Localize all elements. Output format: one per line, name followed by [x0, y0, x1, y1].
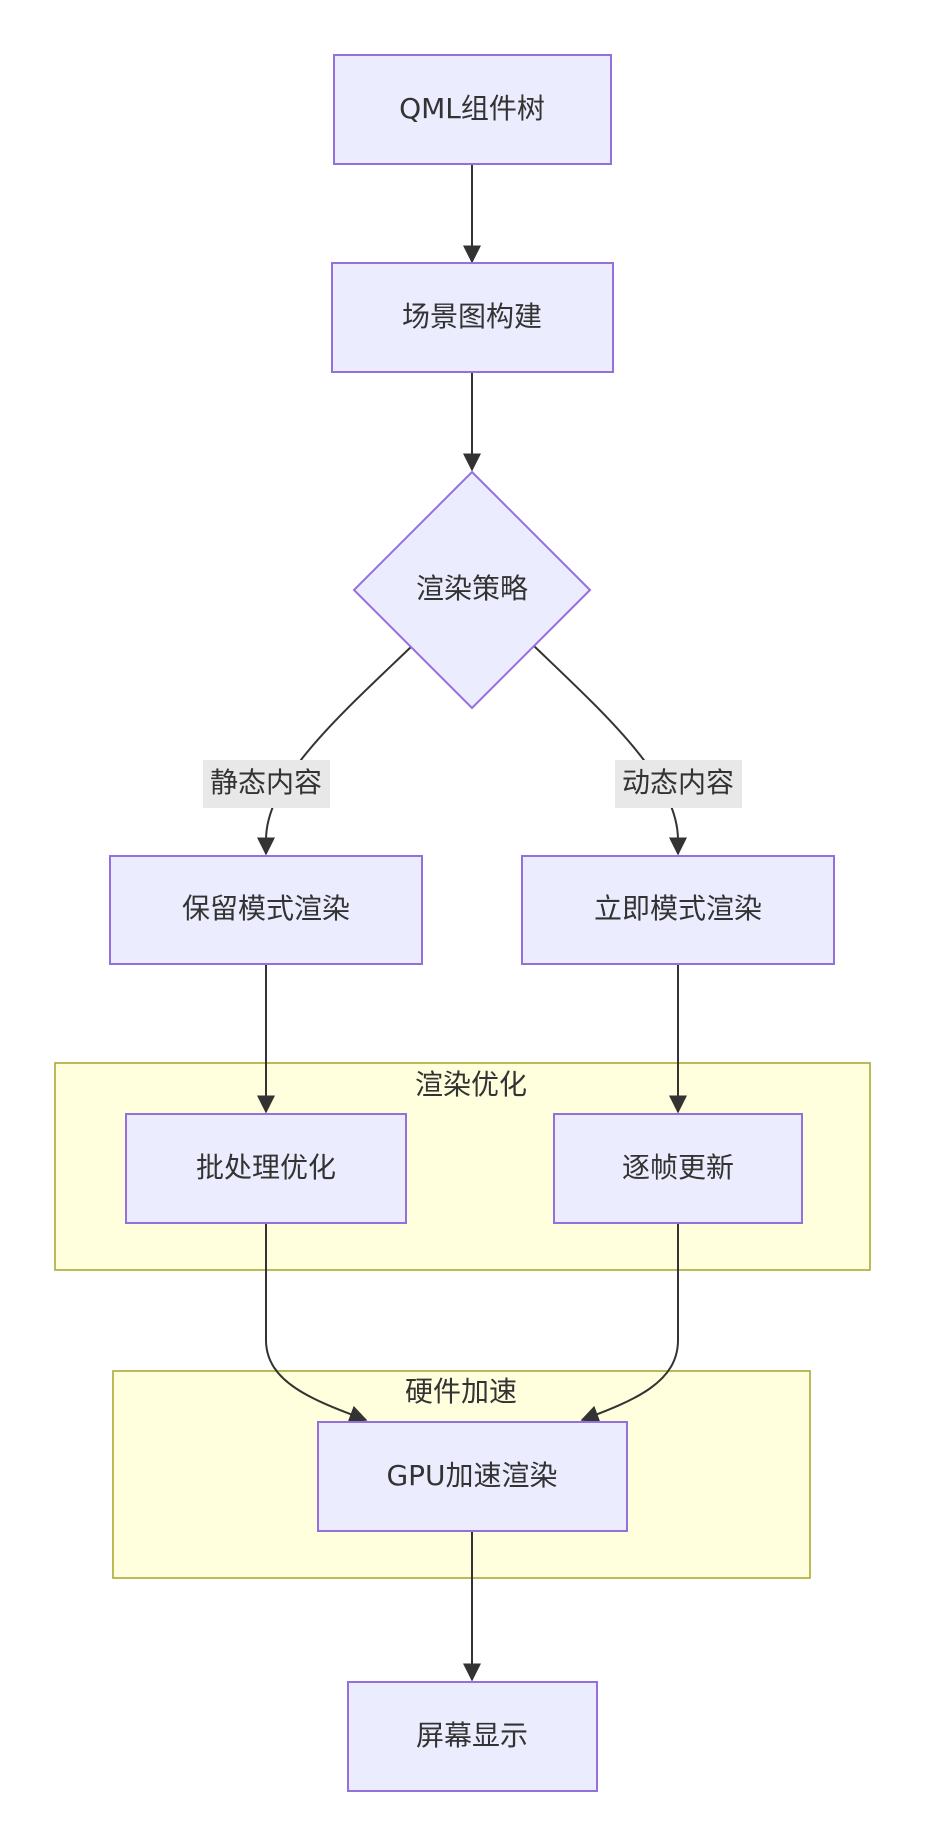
node-batch-optimization: 批处理优化: [125, 1113, 407, 1224]
node-batch-optimization-label: 批处理优化: [196, 1151, 336, 1184]
cluster-hardware-acceleration-label: 硬件加速: [405, 1375, 517, 1408]
edge-label-static: 静态内容: [203, 760, 330, 808]
node-per-frame-update: 逐帧更新: [553, 1113, 803, 1224]
node-qml-component-tree: QML组件树: [333, 54, 612, 165]
node-screen-display-label: 屏幕显示: [416, 1719, 528, 1752]
edge-batch-to-gpu: [265, 1223, 368, 1423]
node-immediate-mode-render: 立即模式渲染: [521, 855, 835, 965]
edge-frame-to-gpu: [580, 1223, 679, 1423]
node-immediate-mode-render-label: 立即模式渲染: [594, 892, 762, 925]
node-render-strategy-label: 渲染策略: [416, 572, 528, 605]
node-scene-graph-build: 场景图构建: [331, 262, 614, 373]
node-gpu-accelerated-render: GPU加速渲染: [317, 1421, 628, 1532]
node-scene-graph-build-label: 场景图构建: [402, 300, 542, 333]
edges: [257, 164, 687, 1682]
cluster-render-optimization-label: 渲染优化: [415, 1068, 527, 1101]
edge-strategy-to-retained: [257, 645, 413, 856]
node-render-strategy: 渲染策略: [352, 470, 592, 710]
edge-strategy-to-immediate: [533, 645, 687, 856]
edge-label-dynamic: 动态内容: [615, 760, 742, 808]
edge-label-dynamic-text: 动态内容: [622, 766, 734, 799]
node-screen-display: 屏幕显示: [347, 1681, 598, 1792]
node-per-frame-update-label: 逐帧更新: [622, 1151, 734, 1184]
node-gpu-accelerated-render-label: GPU加速渲染: [386, 1459, 557, 1492]
edge-label-static-text: 静态内容: [210, 766, 322, 799]
node-retained-mode-render-label: 保留模式渲染: [182, 892, 350, 925]
node-qml-component-tree-label: QML组件树: [399, 92, 545, 125]
node-retained-mode-render: 保留模式渲染: [109, 855, 423, 965]
